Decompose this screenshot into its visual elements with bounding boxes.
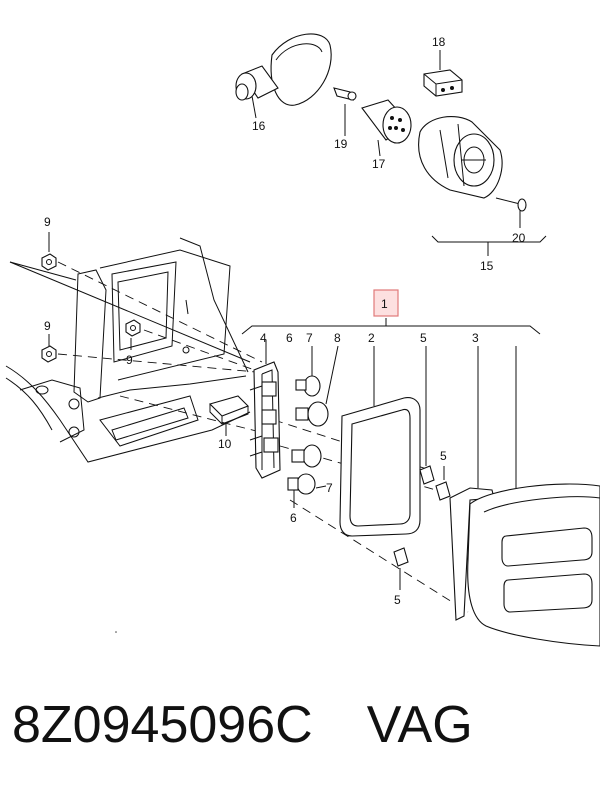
part-20-screw <box>495 197 527 228</box>
label-9-stud: 9 <box>126 353 133 367</box>
label-2: 2 <box>368 331 375 345</box>
part-7-bulb-upper <box>291 444 322 468</box>
label-9-top: 9 <box>44 215 51 229</box>
label-20: 20 <box>512 231 526 245</box>
label-1: 1 <box>381 297 388 311</box>
label-17: 17 <box>372 157 386 171</box>
tail-light-exploded-diagram: 16 19 17 18 20 15 <box>5 33 600 647</box>
label-18: 18 <box>432 35 446 49</box>
label-5-top: 5 <box>420 331 427 345</box>
label-5-bottom: 5 <box>394 593 401 607</box>
part-9-stud <box>125 319 141 350</box>
part-16-bulb-holder <box>235 33 332 119</box>
label-15: 15 <box>480 259 494 273</box>
label-6-bottom: 6 <box>290 511 297 525</box>
part-5-clip-c <box>393 547 409 590</box>
assembly-bracket-1 <box>241 289 541 335</box>
part-5-clip-a <box>419 346 435 485</box>
label-3: 3 <box>472 331 479 345</box>
brand-name: VAG <box>366 696 473 754</box>
part-7-bulb-lower <box>287 473 327 495</box>
label-10: 10 <box>218 437 232 451</box>
label-8: 8 <box>334 331 341 345</box>
part-17-connector <box>361 99 412 157</box>
label-19: 19 <box>334 137 348 151</box>
part-19-small-bulb <box>333 87 357 136</box>
label-7-top: 7 <box>306 331 313 345</box>
part-8-bulb <box>295 345 339 427</box>
label-4: 4 <box>260 331 267 345</box>
part-7-bulb-top <box>295 346 321 397</box>
part-10-connector <box>208 395 249 436</box>
part-2-gasket <box>339 346 421 537</box>
label-1-highlight <box>373 289 399 317</box>
part-4-bulb-carrier <box>249 340 295 508</box>
part-number: 8Z0945096C <box>12 696 313 754</box>
part-9-nut-middle <box>41 334 57 363</box>
part-number-caption: 8Z0945096C VAG <box>12 695 592 775</box>
label-16: 16 <box>252 119 266 133</box>
vehicle-body-panel <box>5 237 251 463</box>
label-6-top: 6 <box>286 331 293 345</box>
label-9-middle: 9 <box>44 319 51 333</box>
part-9-nut-upper <box>41 232 57 271</box>
label-7-bottom: 7 <box>326 481 333 495</box>
label-5-right: 5 <box>440 449 447 463</box>
bracket-15 <box>431 235 547 243</box>
tail-light-lens <box>467 346 600 647</box>
part-18-clip <box>423 50 463 97</box>
part-15-socket-housing <box>418 116 503 199</box>
part-5-clip-b <box>435 466 451 501</box>
